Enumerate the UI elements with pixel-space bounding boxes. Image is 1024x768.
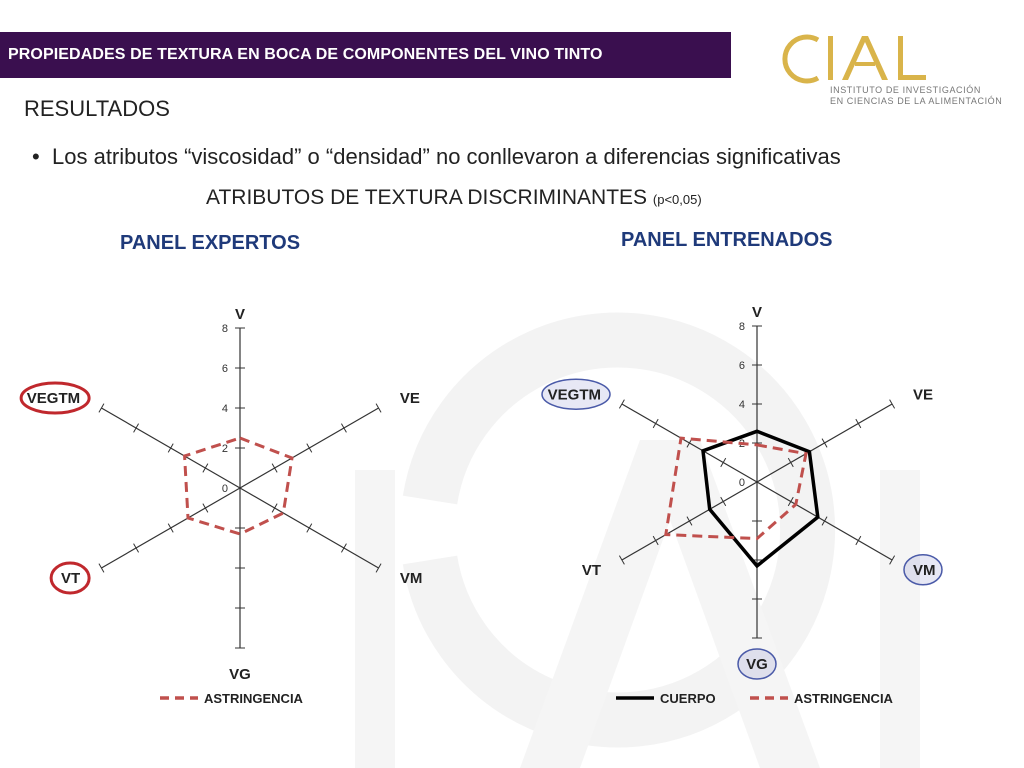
axis-tick [340,423,347,433]
cial-logo [782,34,926,84]
axis-label-vm: VM [913,562,936,579]
panel-title-expertos: PANEL EXPERTOS [120,232,301,254]
axis-tick [167,443,174,453]
axis-tick [821,516,828,526]
header-bar: PROPIEDADES DE TEXTURA EN BOCA DE COMPON… [0,32,731,78]
axis-label-v: V [235,306,245,323]
axis-label-ve: VE [913,386,933,403]
axis-tick [720,496,727,507]
tick-label: 8 [739,321,745,333]
axis-label-vt: VT [61,570,80,587]
axis-label-ve: VE [400,390,420,407]
axis-tick [306,443,313,453]
tick-label: 6 [222,363,228,375]
axis-label-vg: VG [229,666,251,683]
radar-chart-expertos: 0 2 4 6 8V VE VM VG VT VEGTM ASTRINGENCIA [19,306,423,706]
axis-tick [167,523,174,533]
subheading: ATRIBUTOS DE TEXTURA DISCRIMINANTES (p<0… [206,186,702,210]
axis-tick [618,555,625,565]
axis-tick [340,543,347,553]
axis-tick [375,563,382,573]
axis-label-v: V [752,304,762,321]
axis-tick [855,418,862,429]
highlight-vm [903,554,943,586]
tick-label: 6 [739,360,745,372]
subheading-note: (p<0,05) [652,192,702,207]
tick-label: 0 [222,483,228,495]
axis-label-vm: VM [400,570,423,587]
axis-label-vegtm: VEGTM [548,386,601,403]
highlight-vt [49,561,91,595]
highlight-vg [737,648,777,680]
legend-label-astringencia: ASTRINGENCIA [794,691,894,706]
axis-tick [133,423,140,433]
axis-tick [98,403,105,413]
axis-tick [618,399,625,409]
axis-tick [787,457,794,468]
axis-tick [652,535,659,546]
header-title: PROPIEDADES DE TEXTURA EN BOCA DE COMPON… [8,46,603,63]
axis-tick [686,516,693,526]
axis-label-vg: VG [746,656,768,673]
series-astringencia-line [183,436,294,536]
tick-label: 8 [222,323,228,335]
tick-label: 4 [739,399,745,411]
axis-tick [652,418,659,429]
section-title: RESULTADOS [24,96,170,121]
legend-label-astringencia: ASTRINGENCIA [204,691,304,706]
axis-label-vt: VT [582,562,601,579]
logo-line2: EN CIENCIAS DE LA ALIMENTACIÓN [830,96,1003,106]
bullet-dot: • [32,144,40,169]
bullet-text: Los atributos “viscosidad” o “densidad” … [52,144,841,169]
axis-label-vegtm: VEGTM [27,390,80,407]
axis-tick [375,403,382,413]
axis-tick [855,535,862,546]
tick-label: 2 [222,443,228,455]
series-cuerpo-line [701,429,820,569]
panel-title-entrenados: PANEL ENTRENADOS [621,229,833,251]
axis-tick [306,523,313,533]
subheading-main: ATRIBUTOS DE TEXTURA DISCRIMINANTES [206,186,653,209]
axis-tick [133,543,140,553]
logo-line1: INSTITUTO DE INVESTIGACIÓN [830,85,981,95]
tick-label: 4 [222,403,228,415]
highlight-vegtm [19,381,91,415]
legend-label-cuerpo: CUERPO [660,691,716,706]
axis-tick [271,463,278,473]
highlight-vegtm [541,378,611,410]
axis-tick [889,399,896,409]
bullet-item: • Los atributos “viscosidad” o “densidad… [32,144,841,170]
axis-tick [720,457,727,468]
axis-tick [271,503,278,513]
axis-tick [98,563,105,573]
axis-tick [889,555,896,565]
axis-tick [821,438,828,448]
tick-label: 0 [739,477,745,489]
series-astringencia-line [664,436,808,541]
axis-tick [202,503,209,513]
axis-tick [787,496,794,507]
axis-tick [202,463,209,473]
